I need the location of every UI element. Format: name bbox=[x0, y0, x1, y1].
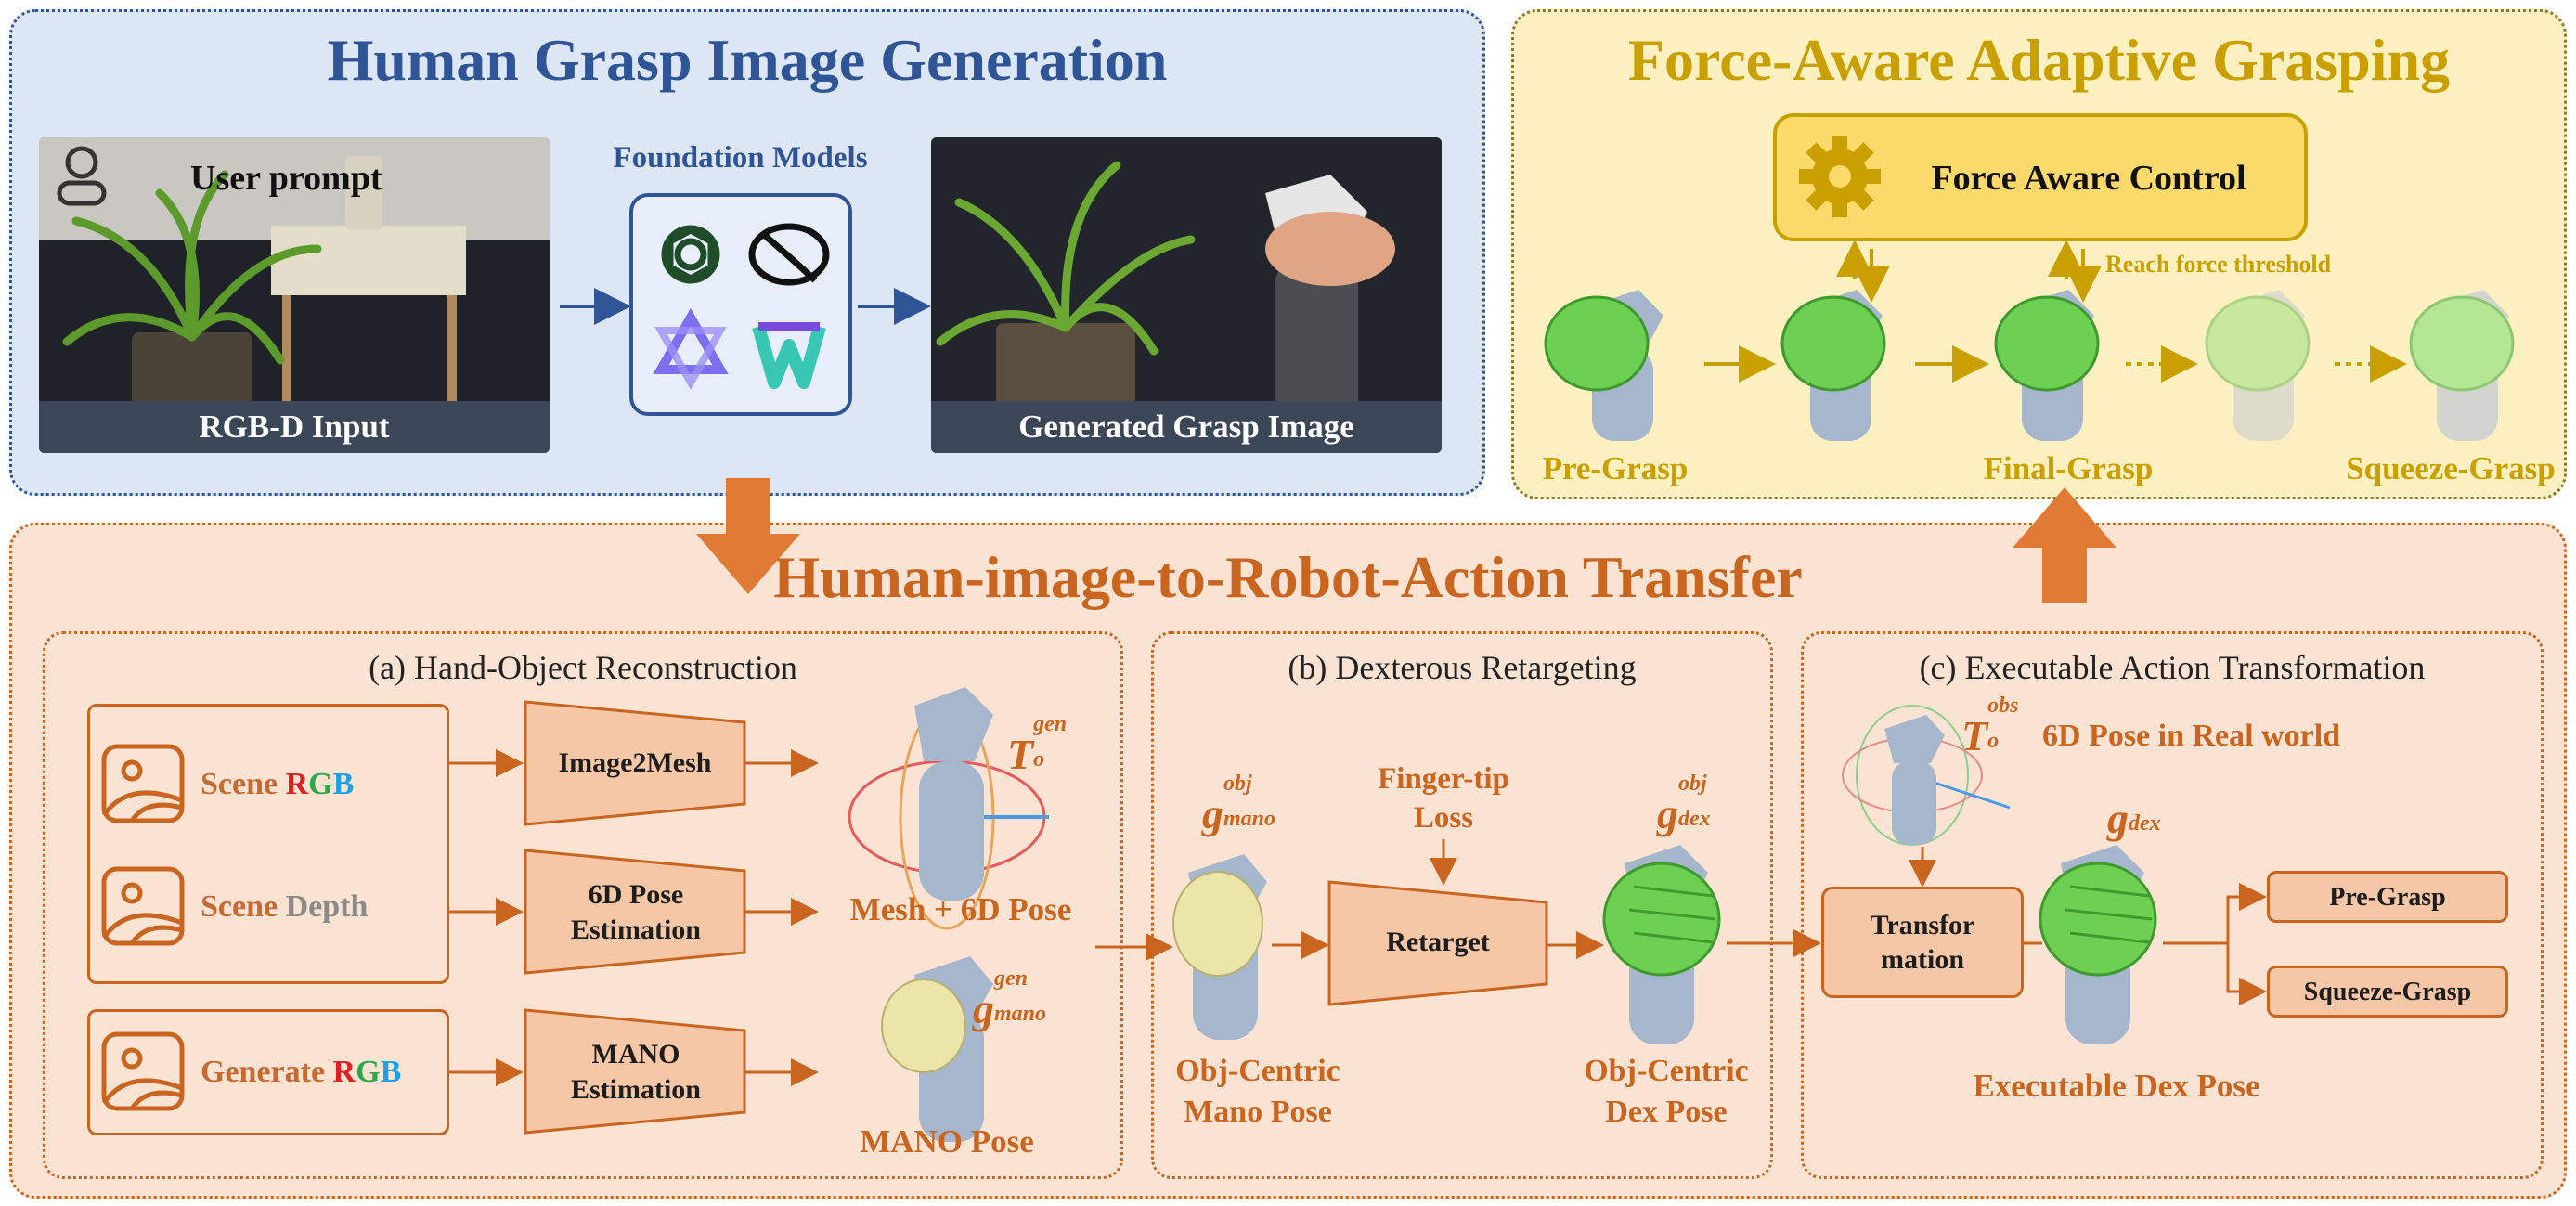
big-arrow-up bbox=[2013, 487, 2116, 603]
module-6d-pose-estimation: 6D Pose Estimation bbox=[570, 879, 701, 945]
image-icon-generate-rgb bbox=[100, 1031, 186, 1112]
obj-centric-dex-pose-label: Obj-Centric Dex Pose bbox=[1584, 1054, 1749, 1129]
stage-label-pre-grasp: Pre-Grasp bbox=[1542, 450, 1689, 486]
subtitle-dexterous-retargeting: (b) Dexterous Retargeting bbox=[1288, 649, 1637, 686]
output-pre-grasp-box: Pre-Grasp bbox=[2267, 871, 2508, 923]
scene-rgb-label: Scene RGB bbox=[201, 767, 355, 801]
w-logo-icon bbox=[752, 322, 826, 389]
mano-pose-label: MANO Pose bbox=[860, 1123, 1034, 1160]
hand-render-mid-grasp bbox=[1780, 290, 1886, 441]
claude-like-icon bbox=[748, 223, 830, 286]
user-prompt-label: User prompt bbox=[190, 159, 382, 198]
hand-render-pre-grasp bbox=[1544, 290, 1663, 441]
finger-tip-loss-label: Finger-tip Loss bbox=[1378, 762, 1509, 835]
module-mano-estimation: MANO Estimation bbox=[570, 1039, 701, 1105]
executable-dex-pose-label: Executable Dex Pose bbox=[1973, 1068, 2260, 1104]
title-action-transfer: Human-image-to-Robot-Action Transfer bbox=[773, 544, 1803, 610]
user-icon bbox=[54, 144, 110, 209]
real-world-pose-label: 6D Pose in Real world bbox=[2042, 719, 2341, 753]
openai-icon bbox=[661, 225, 720, 284]
generate-input-group bbox=[87, 1009, 449, 1135]
big-arrow-down bbox=[696, 478, 800, 594]
rgbd-input-caption: RGB-D Input bbox=[39, 401, 550, 453]
qwen-icon bbox=[653, 307, 729, 391]
gear-icon bbox=[1793, 130, 1886, 223]
subpanel-c bbox=[1801, 631, 2544, 1179]
generated-grasp-image: Generated Grasp Image bbox=[931, 137, 1442, 453]
obj-centric-mano-pose-label: Obj-Centric Mano Pose bbox=[1175, 1054, 1340, 1129]
title-grasp-image-generation: Human Grasp Image Generation bbox=[327, 27, 1168, 93]
reach-force-threshold-label: Reach force threshold bbox=[2105, 251, 2332, 278]
transformation-box: Transfor mation bbox=[1821, 887, 2024, 998]
hand-render-faded-1 bbox=[2205, 290, 2311, 441]
stage-label-final-grasp: Final-Grasp bbox=[1983, 450, 2154, 486]
force-aware-control-label: Force Aware Control bbox=[1931, 159, 2246, 198]
subpanel-a bbox=[43, 631, 1123, 1179]
scene-input-group bbox=[87, 704, 449, 984]
subtitle-hand-object-reconstruction: (a) Hand-Object Reconstruction bbox=[369, 649, 797, 686]
foundation-models-box bbox=[629, 193, 852, 416]
image-icon-scene-rgb bbox=[100, 743, 186, 824]
generated-grasp-caption: Generated Grasp Image bbox=[931, 401, 1442, 453]
foundation-models-title: Foundation Models bbox=[613, 141, 868, 175]
hand-render-final-grasp bbox=[1994, 290, 2100, 441]
subtitle-executable-action: (c) Executable Action Transformation bbox=[1919, 649, 2426, 686]
scene-depth-label: Scene Depth bbox=[201, 889, 369, 924]
hand-render-squeeze-grasp bbox=[2409, 290, 2515, 441]
mesh-6d-pose-label: Mesh + 6D Pose bbox=[849, 891, 1072, 927]
retarget-label: Retarget bbox=[1386, 927, 1490, 957]
stage-label-squeeze-grasp: Squeeze-Grasp bbox=[2346, 450, 2556, 486]
panel-action-transfer bbox=[9, 523, 2567, 1199]
subpanel-b bbox=[1151, 631, 1773, 1179]
title-force-aware-grasping: Force-Aware Adaptive Grasping bbox=[1627, 27, 2451, 93]
image-icon-scene-depth bbox=[100, 865, 186, 947]
module-image2mesh: Image2Mesh bbox=[558, 747, 712, 778]
rgbd-input-image: RGB-D Input bbox=[39, 137, 550, 453]
output-squeeze-grasp-box: Squeeze-Grasp bbox=[2267, 966, 2508, 1018]
generate-rgb-label: Generate RGB bbox=[201, 1055, 402, 1089]
